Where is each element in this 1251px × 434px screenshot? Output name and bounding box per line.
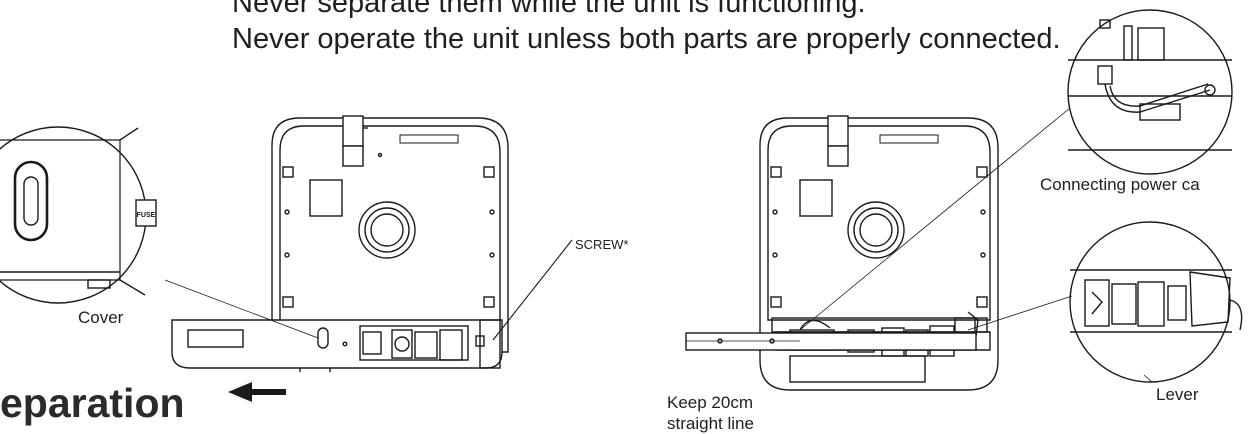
lever-detail-callout <box>1069 221 1243 383</box>
left-unit-lower-housing <box>171 319 503 372</box>
section-heading: eparation <box>0 380 185 426</box>
keep-straight-label-line-2: straight line <box>667 414 754 433</box>
left-arrow-icon <box>228 382 286 402</box>
cover-detail-callout <box>0 126 157 304</box>
connecting-power-cable-label: Connecting power ca <box>1040 175 1200 194</box>
instruction-line-1: Never separate them while the unit is fu… <box>232 0 866 19</box>
power-cable-detail-callout <box>1067 9 1233 175</box>
cover-label: Cover <box>78 308 124 327</box>
right-unit-hanger-bracket <box>827 115 849 167</box>
connecting-cable-bar <box>685 332 977 351</box>
left-unit-body <box>271 117 509 353</box>
lever-label: Lever <box>1156 385 1199 404</box>
left-unit-hanger-bracket <box>342 115 368 167</box>
fuse-badge: FUSE <box>137 212 156 219</box>
keep-straight-label-line-1: Keep 20cm <box>667 393 753 412</box>
instruction-line-2: Never operate the unit unless both parts… <box>232 23 1061 55</box>
svg-text:FUSE: FUSE <box>137 212 156 219</box>
screw-label: SCREW* <box>575 237 629 252</box>
